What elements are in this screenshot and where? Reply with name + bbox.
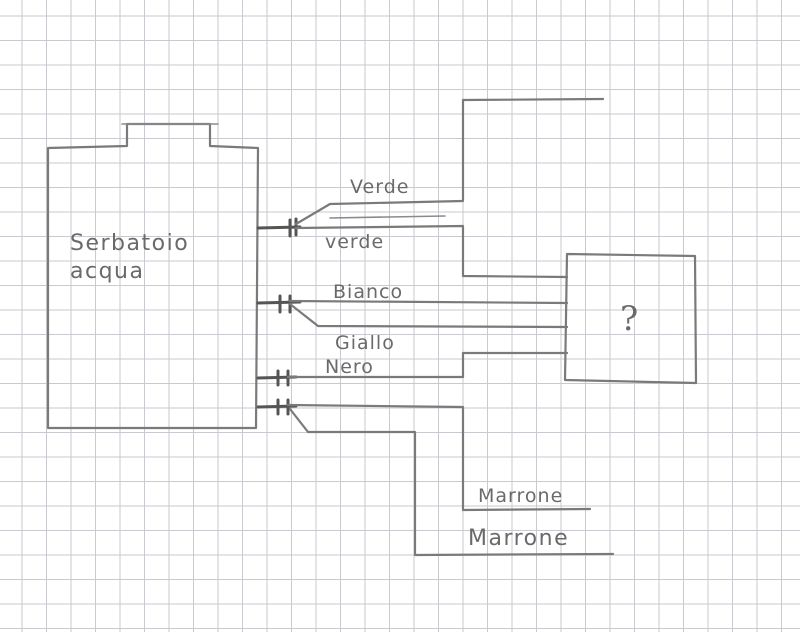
wire-nero [286, 351, 569, 379]
wire-label-marrone-1: Marrone [478, 485, 563, 507]
tank-label-line2: acqua [70, 259, 144, 284]
wire-marrone-1 [286, 403, 592, 512]
wire-label-verde-1: Verde [350, 176, 409, 198]
wire-label-marrone-2: Marrone [468, 526, 569, 551]
wire-label-verde-2: verde [325, 231, 384, 253]
wire-verde-1 [294, 199, 465, 226]
connector-1-stub [256, 225, 302, 230]
wire-bianco [288, 299, 569, 305]
water-tank: Serbatoio acqua [46, 122, 260, 430]
wire-verde-underline [329, 215, 446, 219]
tank-label-line1: Serbatoio [70, 231, 189, 256]
connector-4-terminal [276, 398, 290, 416]
top-wire-horizontal [461, 97, 605, 102]
wire-label-nero: Nero [325, 356, 374, 378]
wire-verde-2 [294, 224, 569, 279]
wire-marrone-2 [288, 407, 615, 557]
tank-outline [46, 122, 260, 430]
connector-3 [256, 351, 569, 387]
connector-2 [256, 294, 569, 329]
unknown-component: ? [563, 252, 698, 385]
wire-label-giallo: Giallo [335, 332, 395, 354]
unknown-box-label: ? [620, 299, 638, 339]
unknown-box-outline [563, 252, 698, 385]
connector-1 [256, 199, 569, 279]
connector-4 [256, 398, 615, 557]
wire-label-bianco: Bianco [333, 281, 403, 303]
wire-giallo [288, 302, 569, 329]
